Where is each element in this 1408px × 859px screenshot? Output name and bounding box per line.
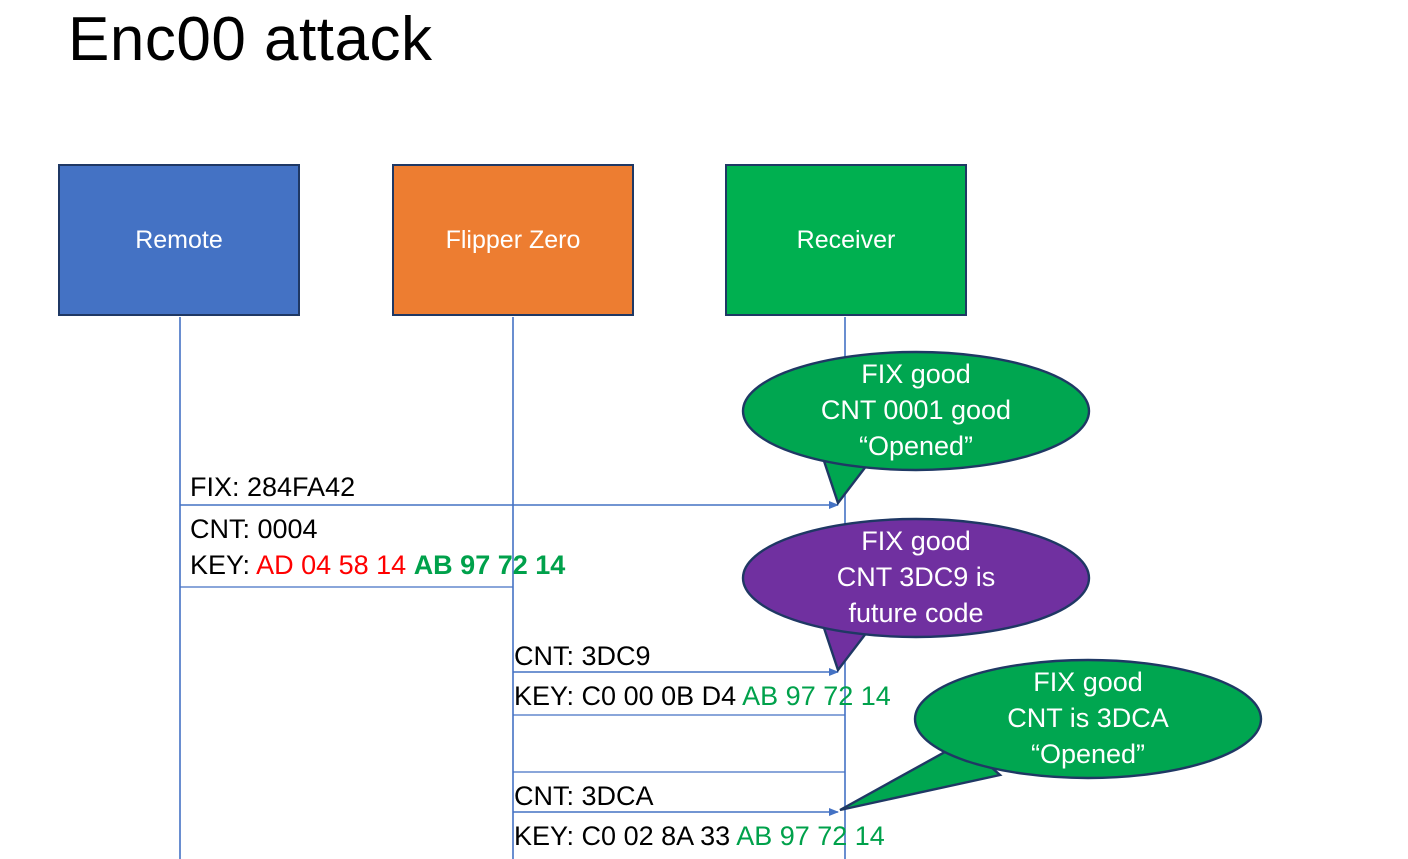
callout-2-shape <box>741 517 1091 673</box>
message-1-key-label: KEY: <box>190 550 257 580</box>
actor-box-receiver[interactable]: Receiver <box>725 164 967 316</box>
message-1-key: KEY: AD 04 58 14 AB 97 72 14 <box>190 548 565 582</box>
message-1-key-green: AB 97 72 14 <box>413 550 566 580</box>
actor-label-flipper: Flipper Zero <box>445 225 581 254</box>
message-1-key-red: AD 04 58 14 <box>256 550 407 580</box>
message-2-cnt-text: CNT: 3DC9 <box>514 641 651 671</box>
message-3-key-black: C0 02 8A 33 <box>581 821 731 851</box>
message-1-fix-text: FIX: 284FA42 <box>190 472 356 502</box>
message-1-fix: FIX: 284FA42 <box>190 470 355 504</box>
actor-label-remote: Remote <box>135 225 223 254</box>
message-2-key-black: C0 00 0B D4 <box>581 681 737 711</box>
message-2-key-green: AB 97 72 14 <box>742 681 891 711</box>
message-1-cnt: CNT: 0004 <box>190 512 318 546</box>
message-3-key-label: KEY: <box>514 821 582 851</box>
message-2-key: KEY: C0 00 0B D4 AB 97 72 14 <box>514 679 891 713</box>
message-1-cnt-text: CNT: 0004 <box>190 514 318 544</box>
message-2-key-label: KEY: <box>514 681 582 711</box>
message-3-cnt: CNT: 3DCA <box>514 779 654 813</box>
actor-box-remote[interactable]: Remote <box>58 164 300 316</box>
message-2-cnt: CNT: 3DC9 <box>514 639 651 673</box>
callout-1-shape <box>741 350 1091 506</box>
message-3-key: KEY: C0 02 8A 33 AB 97 72 14 <box>514 819 885 853</box>
page-title: Enc00 attack <box>68 5 433 74</box>
actor-label-receiver: Receiver <box>796 225 896 254</box>
message-3-cnt-text: CNT: 3DCA <box>514 781 654 811</box>
actor-box-flipper[interactable]: Flipper Zero <box>392 164 634 316</box>
callout-3-shape <box>839 658 1263 812</box>
message-3-key-green: AB 97 72 14 <box>736 821 885 851</box>
